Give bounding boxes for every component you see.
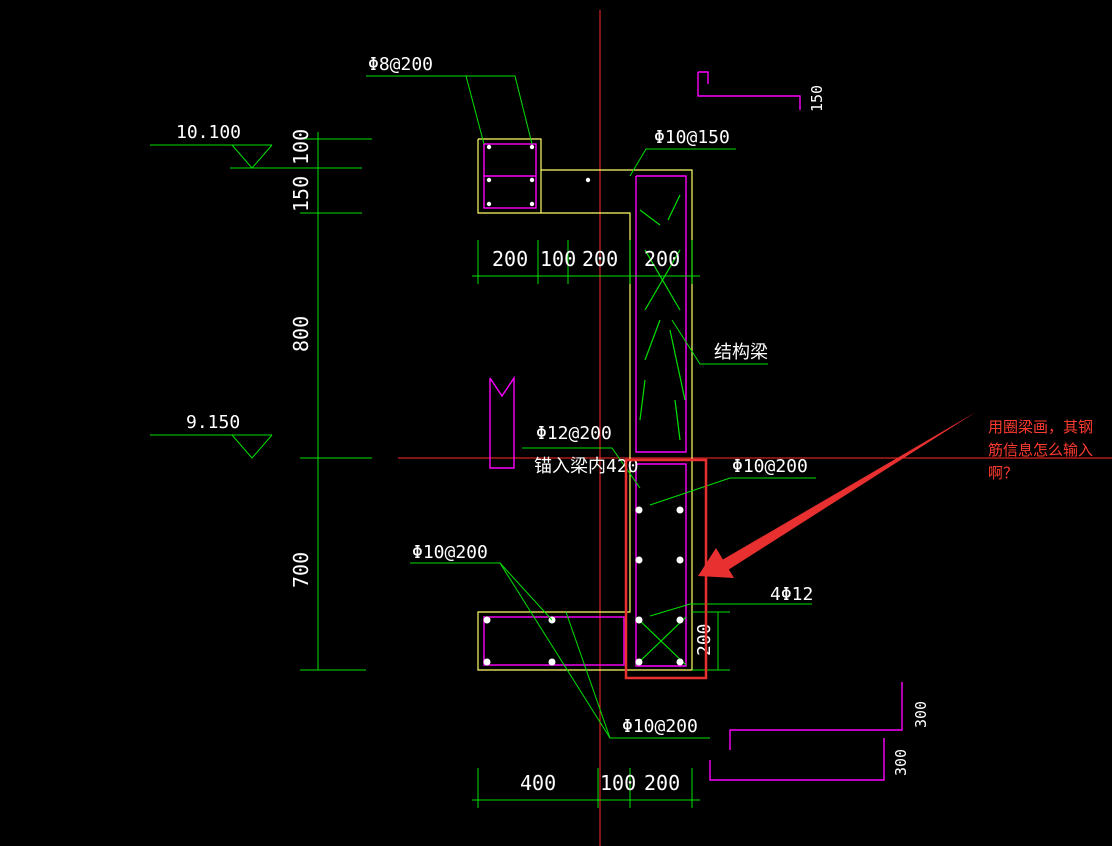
rebar-dot — [486, 201, 492, 207]
hatch-line — [667, 194, 681, 221]
dim-vertical-300-a: 300 — [912, 701, 930, 728]
dim-top-200-a: 200 — [492, 247, 528, 271]
hatch-line — [644, 319, 661, 361]
rebar-dot — [635, 658, 643, 666]
section-mark-bottom-a — [729, 682, 903, 750]
rebar-dot — [548, 658, 556, 666]
label-top-slab-rebar: Φ8@200 — [368, 54, 433, 75]
rebar-dot — [529, 144, 535, 150]
rebar-hatch — [635, 194, 687, 666]
leader-structural-beam — [671, 319, 768, 365]
rebar-dot — [585, 177, 591, 183]
lower-section-outline — [477, 458, 693, 671]
annotation-arrow-head — [698, 548, 734, 578]
annotation-line-2: 筋信息怎么输入 — [988, 441, 1093, 459]
dim-bottom-400: 400 — [520, 771, 556, 795]
hatch-line — [635, 616, 687, 666]
rebar-dot — [676, 616, 684, 624]
hatch-line — [639, 379, 646, 421]
elev-triangle-mid — [231, 434, 273, 459]
leader-top-slab-2 — [465, 75, 485, 145]
rebar-dot — [486, 144, 492, 150]
drawing-labels: Φ8@200 Φ10@150 结构梁 Φ12@200 锚入梁内420 Φ10@2… — [176, 54, 930, 795]
dim-vertical-200: 200 — [694, 623, 715, 656]
rebar-dot — [635, 616, 643, 624]
dim-top-200-c: 200 — [644, 247, 680, 271]
label-anchor-rebar: Φ12@200 — [536, 423, 612, 444]
dimension-lines — [150, 75, 816, 808]
dim-vertical-300-b: 300 — [892, 749, 910, 776]
hatch-line — [669, 329, 686, 401]
rebar-dot — [635, 556, 643, 564]
annotation-line-3: 啊？ — [988, 464, 1018, 482]
annotation-line-1: 用圈梁画，其钢 — [988, 418, 1093, 436]
dim-bottom-100: 100 — [600, 771, 636, 795]
label-structural-beam: 结构梁 — [714, 342, 768, 363]
rebar-dot — [483, 658, 491, 666]
rebar-dot — [529, 201, 535, 207]
elevation-mid: 9.150 — [186, 412, 240, 433]
section-mark-bottom-b — [709, 738, 885, 781]
break-symbol — [489, 375, 515, 469]
section-mark-top-hook — [698, 71, 709, 84]
leader-top-slab — [366, 75, 533, 145]
leader-upper-stirrup — [629, 148, 736, 177]
upper-beam-stirrup — [635, 175, 687, 453]
rebar-dots — [483, 144, 684, 666]
dim-top-100: 100 — [540, 247, 576, 271]
dim-vertical-150-top: 150 — [808, 85, 826, 112]
leader-anchor — [522, 447, 641, 489]
dim-vertical-800: 800 — [289, 316, 313, 352]
dim-bottom-200: 200 — [644, 771, 680, 795]
hatch-line — [644, 249, 681, 311]
rebar-dot — [635, 506, 643, 514]
dim-vertical-700: 700 — [289, 552, 313, 588]
hatch-line — [639, 209, 661, 226]
rebar-lines — [483, 71, 903, 781]
rebar-dot — [676, 658, 684, 666]
dim-vertical-100: 100 — [289, 129, 313, 165]
leader-main-bars — [649, 603, 812, 617]
label-lower-stirrup: Φ10@200 — [732, 456, 808, 477]
rebar-dot — [676, 556, 684, 564]
section-mark-top — [697, 72, 801, 110]
upper-section-outline-left — [477, 139, 631, 458]
annotation-arrow-shaft — [722, 412, 976, 570]
leader-bottom-slab-lower — [565, 611, 710, 739]
label-bottom-slab-rebar-lower: Φ10@200 — [622, 716, 698, 737]
label-upper-stirrup: Φ10@150 — [654, 127, 730, 148]
hatch-line — [674, 399, 681, 441]
rebar-dot — [486, 177, 492, 183]
leader-lower-stirrup — [649, 477, 816, 506]
rebar-dot — [676, 506, 684, 514]
label-bottom-slab-rebar: Φ10@200 — [412, 542, 488, 563]
rebar-dot — [529, 177, 535, 183]
dim-vertical-150: 150 — [289, 176, 313, 212]
label-anchor-note: 锚入梁内420 — [534, 456, 639, 477]
lower-beam-stirrup — [635, 463, 687, 667]
label-main-bars: 4Φ12 — [770, 584, 813, 605]
leader-bottom-slab-2 — [499, 562, 611, 739]
rebar-dot — [483, 616, 491, 624]
dim-top-200-b: 200 — [582, 247, 618, 271]
axis-lines — [398, 10, 1112, 846]
elevation-top: 10.100 — [176, 122, 241, 143]
question-annotation: 用圈梁画，其钢 筋信息怎么输入 啊？ — [624, 412, 1093, 680]
bottom-slab-stirrup — [483, 616, 625, 666]
